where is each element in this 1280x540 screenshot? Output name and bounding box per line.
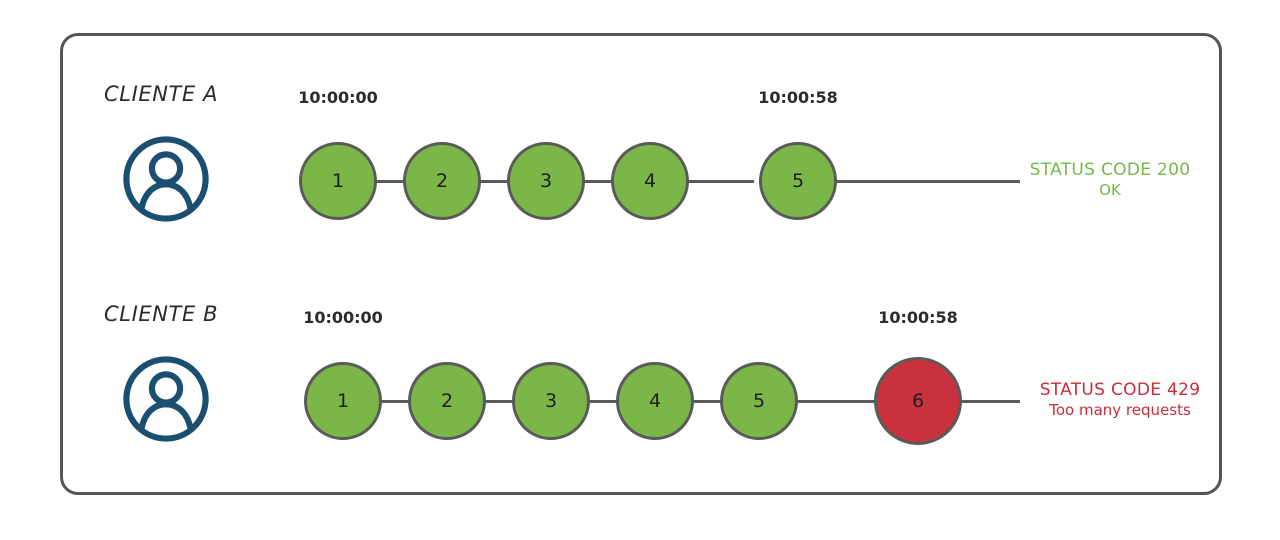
request-node-blocked[interactable]: 6: [874, 357, 962, 445]
connector-link: [759, 400, 918, 403]
request-node[interactable]: 1: [299, 142, 377, 220]
connector-link: [343, 400, 447, 403]
request-node[interactable]: 4: [616, 362, 694, 440]
client-a-label: CLIENTE A: [104, 82, 219, 106]
status-code-text: STATUS CODE 429: [1039, 380, 1201, 400]
status-badge-a: STATUS CODE 200 OK: [1030, 160, 1191, 199]
timestamp-start-b: 10:00:00: [303, 308, 383, 327]
request-node[interactable]: 2: [403, 142, 481, 220]
request-node[interactable]: 5: [720, 362, 798, 440]
status-connector-a: [798, 180, 1020, 183]
request-node[interactable]: 3: [507, 142, 585, 220]
request-node[interactable]: 3: [512, 362, 590, 440]
user-avatar-icon: [122, 135, 210, 223]
client-b-label: CLIENTE B: [104, 302, 219, 326]
diagram-frame: [60, 33, 1222, 495]
status-message-text: Too many requests: [1049, 401, 1191, 419]
connector-link: [442, 180, 546, 183]
request-node[interactable]: 4: [611, 142, 689, 220]
status-connector-b: [918, 400, 1020, 403]
request-node[interactable]: 1: [304, 362, 382, 440]
status-badge-b: STATUS CODE 429 Too many requests: [1040, 380, 1201, 419]
connector-link: [338, 180, 442, 183]
timestamp-end-a: 10:00:58: [758, 88, 838, 107]
connector-link: [546, 180, 650, 183]
timestamp-start-a: 10:00:00: [298, 88, 378, 107]
connector-link: [551, 400, 655, 403]
status-code-text: STATUS CODE 200: [1029, 160, 1191, 180]
request-node[interactable]: 5: [759, 142, 837, 220]
connector-link: [650, 180, 754, 183]
request-node[interactable]: 2: [408, 362, 486, 440]
connector-link: [447, 400, 551, 403]
user-avatar-icon: [122, 355, 210, 443]
status-message-text: OK: [1099, 181, 1121, 199]
timestamp-end-b: 10:00:58: [878, 308, 958, 327]
connector-link: [655, 400, 759, 403]
